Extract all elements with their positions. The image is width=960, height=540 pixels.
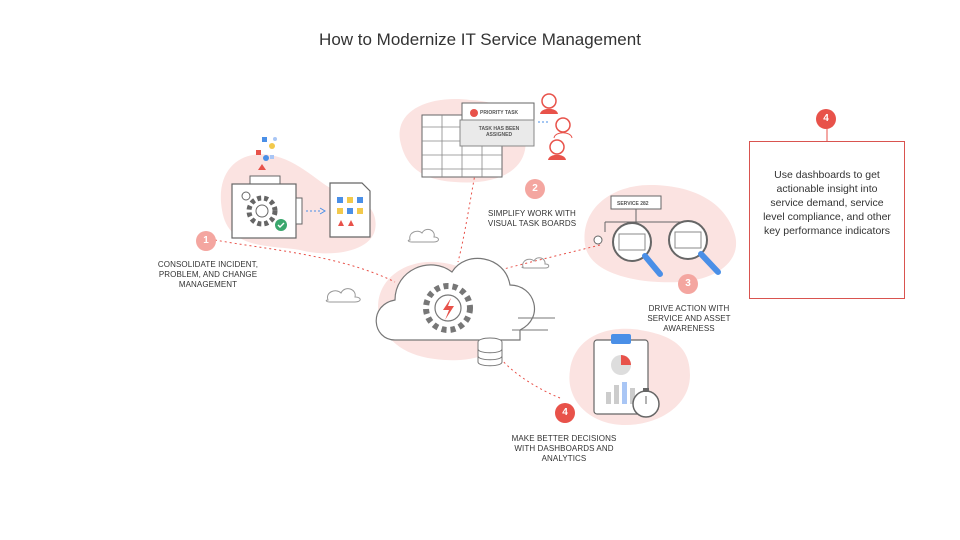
step-3-icon bbox=[593, 195, 721, 277]
step-3-label: DRIVE ACTION WITH SERVICE AND ASSET AWAR… bbox=[647, 304, 731, 333]
step-2-icon bbox=[421, 93, 573, 178]
step-2-label: SIMPLIFY WORK WITH VISUAL TASK BOARDS bbox=[487, 209, 577, 228]
callout-box: Use dashboards to get actionable insight… bbox=[749, 141, 905, 299]
step-1-icon bbox=[231, 137, 371, 239]
step-2-badge: 2 bbox=[525, 179, 545, 199]
connector-3 bbox=[499, 244, 601, 271]
connector-2 bbox=[457, 157, 479, 263]
central-cloud bbox=[375, 257, 555, 367]
step-4-label: MAKE BETTER DECISIONS WITH DASHBOARDS AN… bbox=[511, 434, 617, 463]
page-title: How to Modernize IT Service Management bbox=[319, 30, 641, 49]
callout-badge: 4 bbox=[816, 109, 836, 129]
task-assigned-label: TASK HAS BEEN ASSIGNED bbox=[478, 126, 520, 138]
connector-lines bbox=[214, 157, 601, 399]
step-1-label: CONSOLIDATE INCIDENT, PROBLEM, AND CHANG… bbox=[157, 260, 259, 289]
step-4-icon bbox=[593, 334, 660, 418]
small-cloud bbox=[521, 257, 550, 269]
service-tag-label: SERVICE 282 bbox=[617, 201, 649, 207]
step-3-badge: 3 bbox=[678, 274, 698, 294]
callout-text: Use dashboards to get actionable insight… bbox=[763, 169, 891, 237]
priority-task-label: PRIORITY TASK bbox=[480, 110, 519, 116]
small-cloud bbox=[407, 228, 439, 243]
step-1-badge: 1 bbox=[196, 231, 216, 251]
small-cloud bbox=[325, 288, 361, 303]
connector-1 bbox=[214, 239, 396, 283]
connector-4 bbox=[501, 359, 561, 399]
step-4-badge: 4 bbox=[555, 403, 575, 423]
